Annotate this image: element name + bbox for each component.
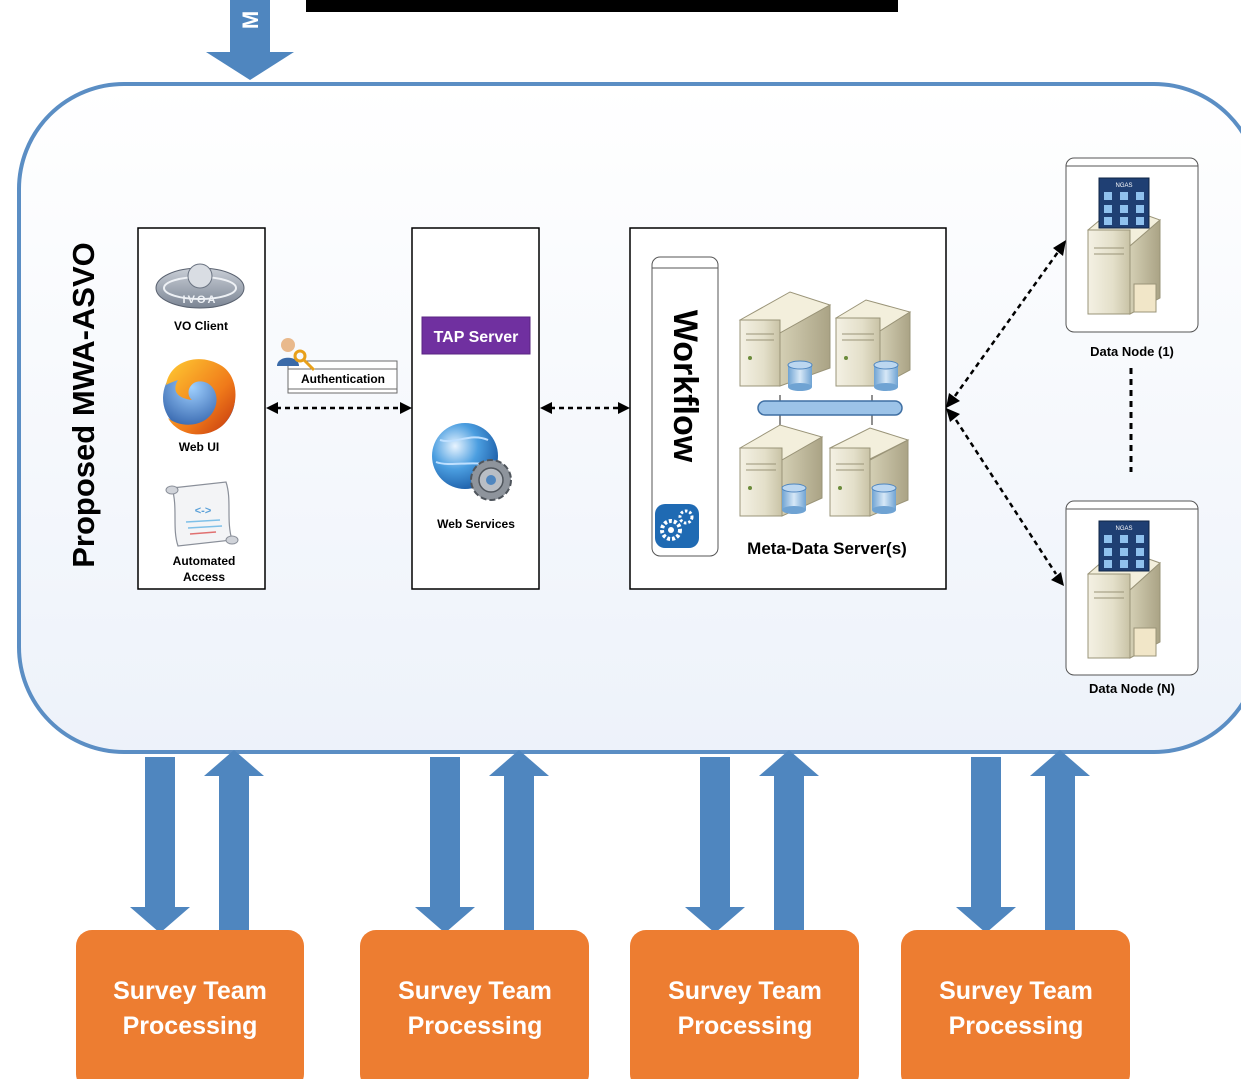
gears-icon	[655, 504, 699, 548]
globe-gear-icon	[432, 423, 512, 501]
authentication-label: Authentication	[301, 372, 385, 386]
services-box: TAP Server Web Services	[411, 227, 540, 590]
script-scroll-icon: <->	[165, 481, 239, 547]
services-workflow-connector	[540, 402, 630, 414]
web-ui-label: Web UI	[179, 440, 219, 454]
network-bus-icon	[757, 395, 903, 425]
svg-text:NGAS: NGAS	[1115, 183, 1132, 189]
survey-team-box-3: Survey Team Processing	[630, 930, 859, 1079]
up-arrow	[1030, 750, 1090, 930]
authentication-block: Authentication	[277, 338, 398, 394]
automated-access-label-line1: Automated	[173, 554, 236, 568]
survey-team-label: Processing	[408, 1012, 543, 1040]
data-node-1: NGAS Data Node (1)	[1065, 157, 1199, 359]
database-icon	[871, 483, 897, 514]
workflow-datanode-connectors	[946, 240, 1066, 586]
survey-team-label: Survey Team	[939, 977, 1093, 1005]
ngas-server-icon: NGAS	[1087, 520, 1161, 659]
survey-team-label: Survey Team	[398, 977, 552, 1005]
survey-team-box-2: Survey Team Processing	[360, 930, 589, 1079]
svg-text:IVOA: IVOA	[183, 294, 218, 306]
user-key-icon	[277, 338, 316, 372]
survey-team-box-1: Survey Team Processing	[76, 930, 304, 1079]
tap-server-label: TAP Server	[434, 329, 519, 346]
vo-client-label: VO Client	[174, 319, 228, 333]
server-icon	[828, 427, 910, 517]
firefox-icon	[163, 359, 236, 435]
ngas-server-icon: NGAS	[1087, 177, 1161, 315]
down-arrow	[130, 757, 190, 933]
server-icon	[834, 299, 912, 387]
automated-access-label-line2: Access	[183, 570, 225, 584]
up-arrow	[759, 750, 819, 930]
survey-team-label: Processing	[123, 1012, 258, 1040]
diagram-title: Proposed MWA-ASVO	[66, 242, 101, 568]
database-icon	[873, 360, 899, 391]
server-icon	[738, 424, 824, 517]
up-arrow	[489, 750, 549, 930]
down-arrow	[685, 757, 745, 933]
data-node-n-label: Data Node (N)	[1089, 681, 1175, 696]
survey-team-label: Survey Team	[113, 977, 267, 1005]
database-icon	[787, 360, 813, 391]
top-incoming-arrow: M	[206, 0, 294, 80]
metadata-servers-label: Meta-Data Server(s)	[747, 539, 907, 558]
down-arrow	[415, 757, 475, 933]
workflow-box: Workflow	[629, 227, 947, 590]
svg-text:<->: <->	[195, 505, 212, 517]
data-node-1-label: Data Node (1)	[1090, 344, 1174, 359]
survey-team-label: Processing	[678, 1012, 813, 1040]
survey-team-label: Processing	[949, 1012, 1084, 1040]
survey-team-label: Survey Team	[668, 977, 822, 1005]
up-arrow	[204, 750, 264, 930]
data-node-n: NGAS Data Node (N)	[1065, 500, 1199, 696]
database-icon	[781, 483, 807, 514]
web-services-label: Web Services	[437, 517, 515, 531]
workflow-label: Workflow	[666, 310, 704, 463]
metadata-servers-icon	[738, 291, 912, 517]
bottom-arrows	[130, 750, 1090, 933]
workflow-panel	[651, 256, 719, 557]
down-arrow	[956, 757, 1016, 933]
top-banner	[306, 0, 898, 12]
ivoa-logo-icon: IVOA	[155, 263, 245, 309]
client-box: IVOA VO Client Web UI <-> Automated Acce…	[137, 227, 266, 590]
survey-team-box-4: Survey Team Processing	[901, 930, 1130, 1079]
top-arrow-label: M	[238, 11, 263, 29]
tap-server-box	[421, 316, 531, 355]
client-services-connector	[266, 402, 412, 414]
svg-text:NGAS: NGAS	[1115, 526, 1132, 532]
